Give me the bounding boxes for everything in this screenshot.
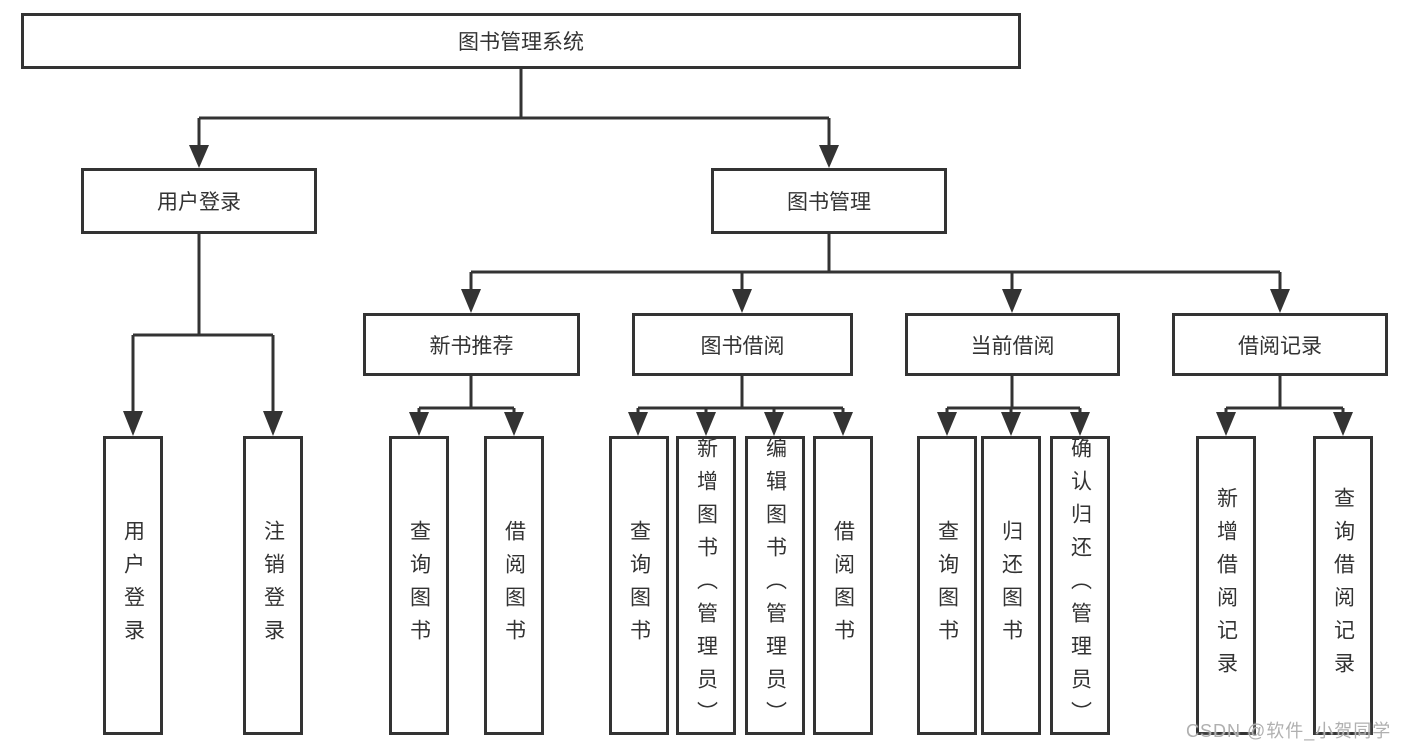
node-book-management-label: 图书管理 [787,191,871,214]
leaf-borrow-edit-book-admin: 编辑图书（管理员） [745,436,805,735]
leaf-user-login: 用户登录 [103,436,163,735]
leaf-current-query-book-label: 查询图书 [935,519,959,652]
node-user-login: 用户登录 [81,168,317,234]
node-root-label: 图书管理系统 [458,31,584,54]
node-user-login-label: 用户登录 [157,191,241,214]
leaf-record-query-borrow-record: 查询借阅记录 [1313,436,1373,735]
node-borrow-record: 借阅记录 [1172,313,1388,376]
connector-user-login-children [123,234,283,436]
node-borrow-record-label: 借阅记录 [1238,334,1322,358]
leaf-recommend-query-book: 查询图书 [389,436,449,735]
connector-current-borrow-children [937,376,1090,436]
leaf-current-query-book: 查询图书 [917,436,977,735]
node-new-book-recommend: 新书推荐 [363,313,580,376]
leaf-borrow-query-book: 查询图书 [609,436,669,735]
node-book-borrow: 图书借阅 [632,313,853,376]
leaf-current-return-book-label: 归还图书 [999,519,1023,652]
connector-new-book-recommend-children [409,376,524,436]
leaf-borrow-borrow-book-label: 借阅图书 [831,519,855,652]
connector-book-management-children [461,234,1290,313]
leaf-recommend-borrow-book-label: 借阅图书 [502,519,526,652]
leaf-record-add-borrow-record: 新增借阅记录 [1196,436,1256,735]
leaf-record-add-borrow-record-label: 新增借阅记录 [1214,486,1238,685]
connector-borrow-record-children [1216,376,1353,436]
node-current-borrow-label: 当前借阅 [970,334,1055,358]
node-new-book-recommend-label: 新书推荐 [429,334,514,358]
leaf-recommend-borrow-book: 借阅图书 [484,436,544,735]
leaf-recommend-query-book-label: 查询图书 [407,519,431,652]
connector-root-to-level2 [189,69,839,168]
leaf-current-return-book: 归还图书 [981,436,1041,735]
leaf-current-confirm-return-admin: 确认归还（管理员） [1050,436,1110,735]
leaf-borrow-query-book-label: 查询图书 [627,519,651,652]
node-book-borrow-label: 图书借阅 [700,334,785,358]
leaf-current-confirm-return-admin-label: 确认归还（管理员） [1068,437,1092,734]
leaf-logout-label: 注销登录 [261,519,285,652]
leaf-user-login-label: 用户登录 [121,519,145,652]
node-root: 图书管理系统 [21,13,1021,69]
leaf-borrow-add-book-admin-label: 新增图书（管理员） [694,437,718,734]
leaf-logout: 注销登录 [243,436,303,735]
csdn-watermark: CSDN @软件_小贺同学 [1186,721,1392,741]
node-current-borrow: 当前借阅 [905,313,1120,376]
leaf-borrow-edit-book-admin-label: 编辑图书（管理员） [763,437,787,734]
leaf-borrow-add-book-admin: 新增图书（管理员） [676,436,736,735]
leaf-borrow-borrow-book: 借阅图书 [813,436,873,735]
node-book-management: 图书管理 [711,168,947,234]
connector-book-borrow-children [628,376,853,436]
leaf-record-query-borrow-record-label: 查询借阅记录 [1331,486,1355,685]
